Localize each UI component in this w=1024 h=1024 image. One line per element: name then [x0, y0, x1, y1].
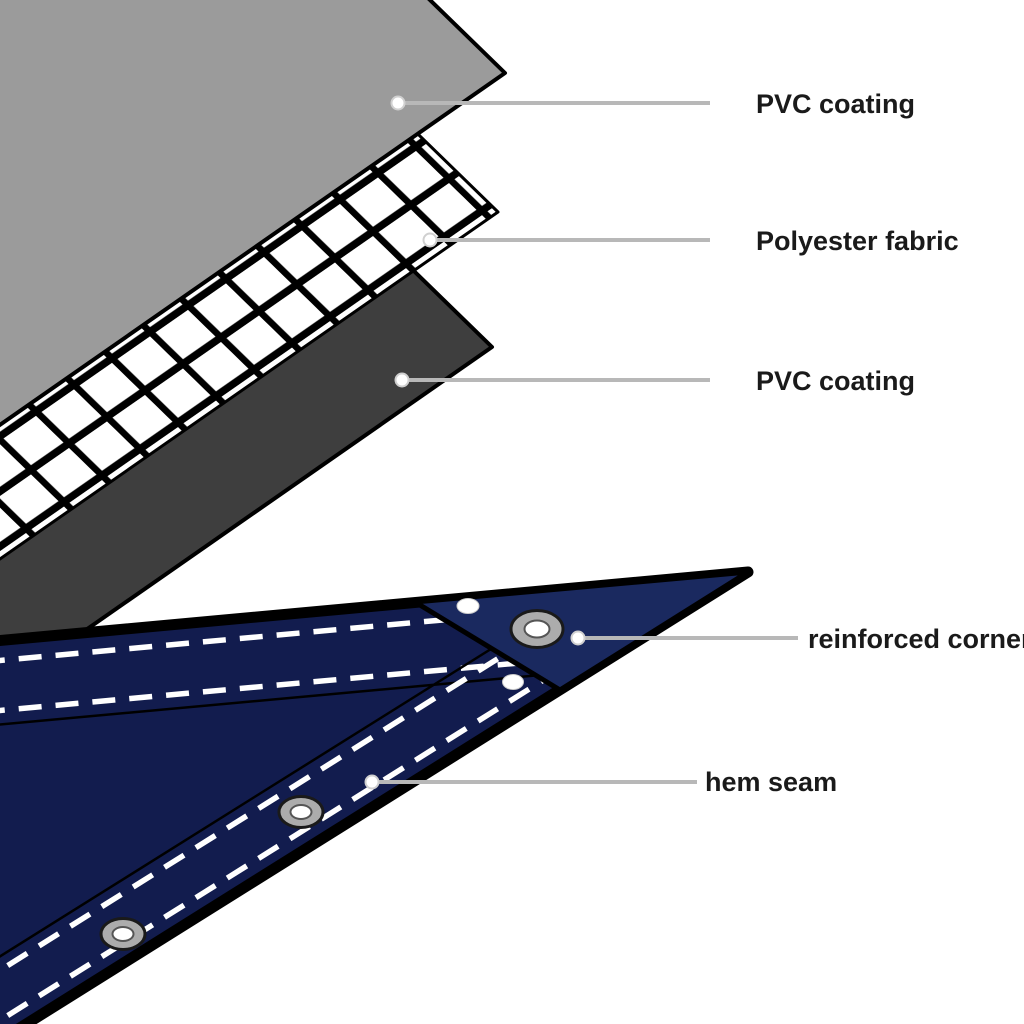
callout-lines	[364, 95, 798, 790]
label-hem-seam: hem seam	[705, 767, 837, 797]
reinforced-corner-patch	[412, 569, 751, 693]
label-dot-pvc-top	[390, 95, 406, 111]
label-reinforced-corner: reinforced corner	[808, 624, 1024, 654]
label-pvc-coating-top: PVC coating	[756, 89, 915, 119]
label-dot-polyester	[422, 232, 438, 248]
grommet-corner	[509, 609, 565, 649]
pvc-coating-top-sheet	[0, 0, 507, 428]
label-dot-pvc-bottom	[394, 372, 410, 388]
grommet-hem-2	[99, 917, 147, 951]
label-dot-reinforced-corner	[570, 630, 586, 646]
grommet-hole	[111, 926, 135, 942]
rivet-dot-lower	[502, 674, 524, 690]
label-pvc-coating-bottom: PVC coating	[756, 366, 915, 396]
grommet-hem-1	[277, 795, 325, 829]
grommet-hole	[523, 619, 551, 639]
label-dot-hem-seam	[364, 774, 380, 790]
rivet-dot-upper	[456, 598, 480, 614]
label-polyester-fabric: Polyester fabric	[756, 226, 959, 256]
grommet-hole	[289, 804, 313, 820]
